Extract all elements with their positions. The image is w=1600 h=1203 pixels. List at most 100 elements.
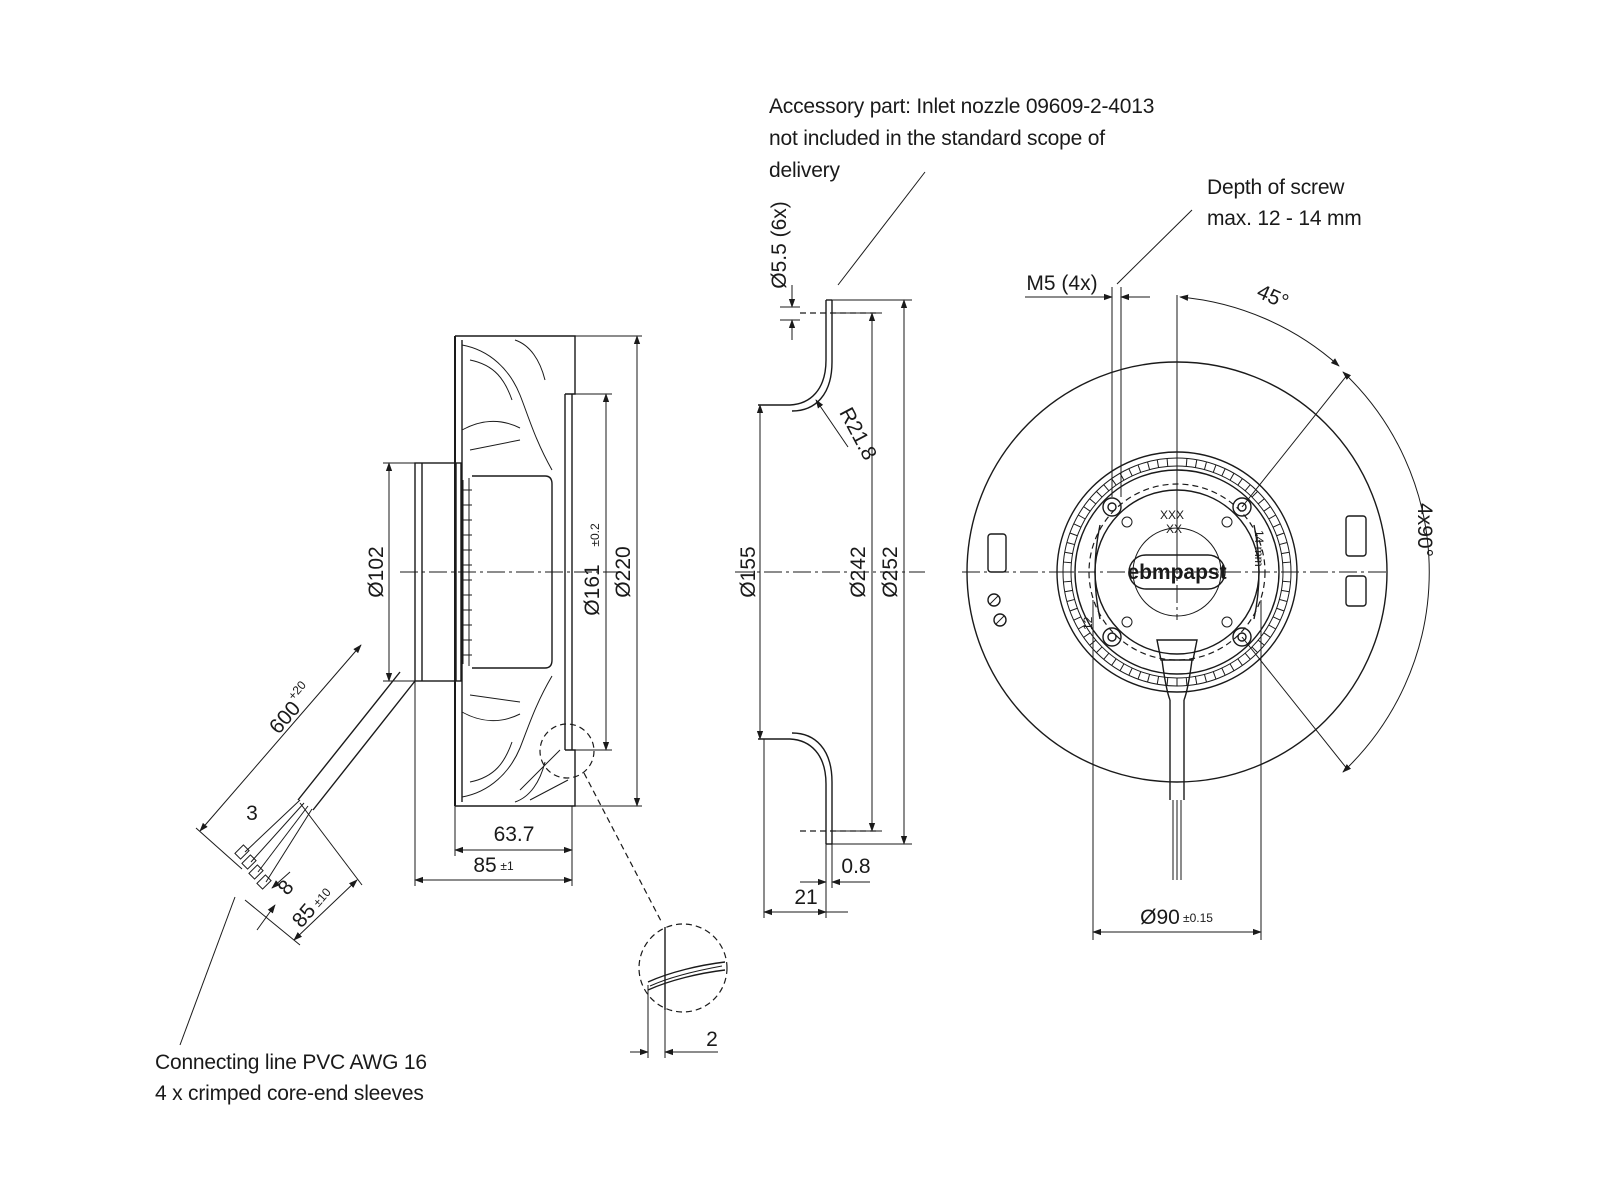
dim-l2: 2 xyxy=(706,1028,718,1051)
dim-t0-8: 0.8 xyxy=(841,855,870,878)
knurl-tick xyxy=(1103,652,1110,660)
knurl-tick xyxy=(1083,506,1091,512)
knurl-tick xyxy=(1251,646,1258,653)
dim-m5: M5 (4x) xyxy=(1026,272,1097,295)
knurl-tick xyxy=(1229,473,1235,481)
dim-d90: Ø90 xyxy=(1140,906,1180,929)
knurl-tick xyxy=(1257,498,1265,505)
knurl-tick xyxy=(1069,607,1078,612)
rotor-ribs xyxy=(461,489,472,656)
knurl-tick xyxy=(1251,491,1258,498)
knurl-tick xyxy=(1137,464,1142,473)
knurl-tick xyxy=(1194,676,1198,685)
knurl-tick xyxy=(1276,532,1285,537)
dim-l600: 600 xyxy=(265,697,305,739)
cable-note-line1: Connecting line PVC AWG 16 xyxy=(155,1051,427,1074)
knurl-tick xyxy=(1096,646,1103,653)
knurl-tick xyxy=(1281,589,1290,593)
knurl-tick xyxy=(1279,542,1288,546)
accessory-note-line3: delivery xyxy=(769,159,840,182)
knurl-tick xyxy=(1203,461,1207,470)
knurl-tick xyxy=(1281,551,1290,555)
knurl-tick xyxy=(1111,658,1117,666)
dimension-labels: Ø102 Ø161 ±0.2 Ø220 600 +20 3 8 85 ±10 6… xyxy=(246,201,1436,1051)
dim-l21: 21 xyxy=(794,886,817,909)
dim-d155: Ø155 xyxy=(737,546,760,597)
cable-note-line2: 4 x crimped core-end sleeves xyxy=(155,1082,424,1105)
knurl-tick xyxy=(1263,506,1271,512)
knurl-tick xyxy=(1156,676,1160,685)
knurl-tick xyxy=(1237,478,1243,486)
mark-14mm: 14 mm xyxy=(1252,530,1266,567)
knurl-tick xyxy=(1063,580,1072,583)
knurl-tick xyxy=(1212,464,1217,473)
knurl-tick xyxy=(1244,652,1251,660)
dim-d5-5: Ø5.5 (6x) xyxy=(768,201,791,289)
dim-l85-tol: ±1 xyxy=(500,859,514,873)
screw-depth-note-line1: Depth of screw xyxy=(1207,176,1345,199)
knurl-tick xyxy=(1096,491,1103,498)
knurl-tick xyxy=(1128,468,1133,477)
screw-bosses xyxy=(1102,497,1252,647)
knurl-tick xyxy=(1166,677,1169,686)
dim-l63-7: 63.7 xyxy=(494,823,535,846)
knurl-tick xyxy=(1272,523,1281,528)
front-view: ebmpapst XXX XX 12 14 mm xyxy=(962,209,1430,940)
nozzle-section xyxy=(735,171,926,918)
knurl-tick xyxy=(1279,598,1288,602)
knurl-tick xyxy=(1194,459,1198,468)
brand-logo: ebmpapst xyxy=(1127,561,1226,584)
knurl-tick xyxy=(1166,458,1169,467)
knurl-tick xyxy=(1103,484,1110,492)
dim-l85: 85 xyxy=(473,854,496,877)
knurl-tick xyxy=(1221,468,1226,477)
knurl-tick xyxy=(1229,663,1235,671)
knurl-tick xyxy=(1282,561,1291,564)
knurl-tick xyxy=(1119,663,1125,671)
knurl-tick xyxy=(1073,616,1082,621)
knurl-tick xyxy=(1078,514,1086,520)
knurl-tick xyxy=(1244,484,1251,492)
knurl-tick xyxy=(1276,607,1285,612)
dim-n8: 8 xyxy=(274,876,299,900)
dim-a4x90: 4x90° xyxy=(1413,503,1436,557)
knurl-tick xyxy=(1078,624,1086,630)
dim-d161-tol: ±0.2 xyxy=(588,523,602,547)
knurl-tick xyxy=(1263,632,1271,638)
dim-d102: Ø102 xyxy=(365,546,388,597)
accessory-note-line1: Accessory part: Inlet nozzle 09609-2-401… xyxy=(769,95,1155,118)
mark-xxx: XXX xyxy=(1160,508,1184,522)
knurl-tick xyxy=(1064,551,1073,555)
knurl-tick xyxy=(1237,658,1243,666)
knurl-tick xyxy=(1066,542,1075,546)
side-view xyxy=(179,335,662,1046)
knurl-tick xyxy=(1128,667,1133,676)
knurl-tick xyxy=(1212,671,1217,680)
knurl-tick xyxy=(1073,523,1082,528)
knurl-tick xyxy=(1083,632,1091,638)
knurl-tick xyxy=(1185,677,1188,686)
knurl-tick xyxy=(1069,532,1078,537)
knurl-tick xyxy=(1066,598,1075,602)
knurl-tick xyxy=(1156,459,1160,468)
knurl-tick xyxy=(1272,616,1281,621)
knurl-tick xyxy=(1268,624,1276,630)
knurl-tick xyxy=(1203,674,1207,683)
knurl-tick xyxy=(1147,674,1151,683)
dim-d242: Ø242 xyxy=(847,546,870,597)
knurl-tick xyxy=(1089,498,1097,505)
knurl-tick xyxy=(1221,667,1226,676)
dim-r21-8: R21.8 xyxy=(834,404,881,464)
knurl-tick xyxy=(1137,671,1142,680)
screw-depth-note-line2: max. 12 - 14 mm xyxy=(1207,207,1362,230)
accessory-note-line2: not included in the standard scope of xyxy=(769,127,1105,150)
mark-12: 12 xyxy=(1081,616,1095,630)
knurl-tick xyxy=(1063,561,1072,564)
dim-a45: 45° xyxy=(1253,280,1291,314)
dim-d161: Ø161 xyxy=(581,564,604,615)
knurl-tick xyxy=(1064,589,1073,593)
dim-n3: 3 xyxy=(246,802,258,825)
mark-xx: XX xyxy=(1166,522,1182,536)
dim-d90-tol: ±0.15 xyxy=(1183,911,1213,925)
